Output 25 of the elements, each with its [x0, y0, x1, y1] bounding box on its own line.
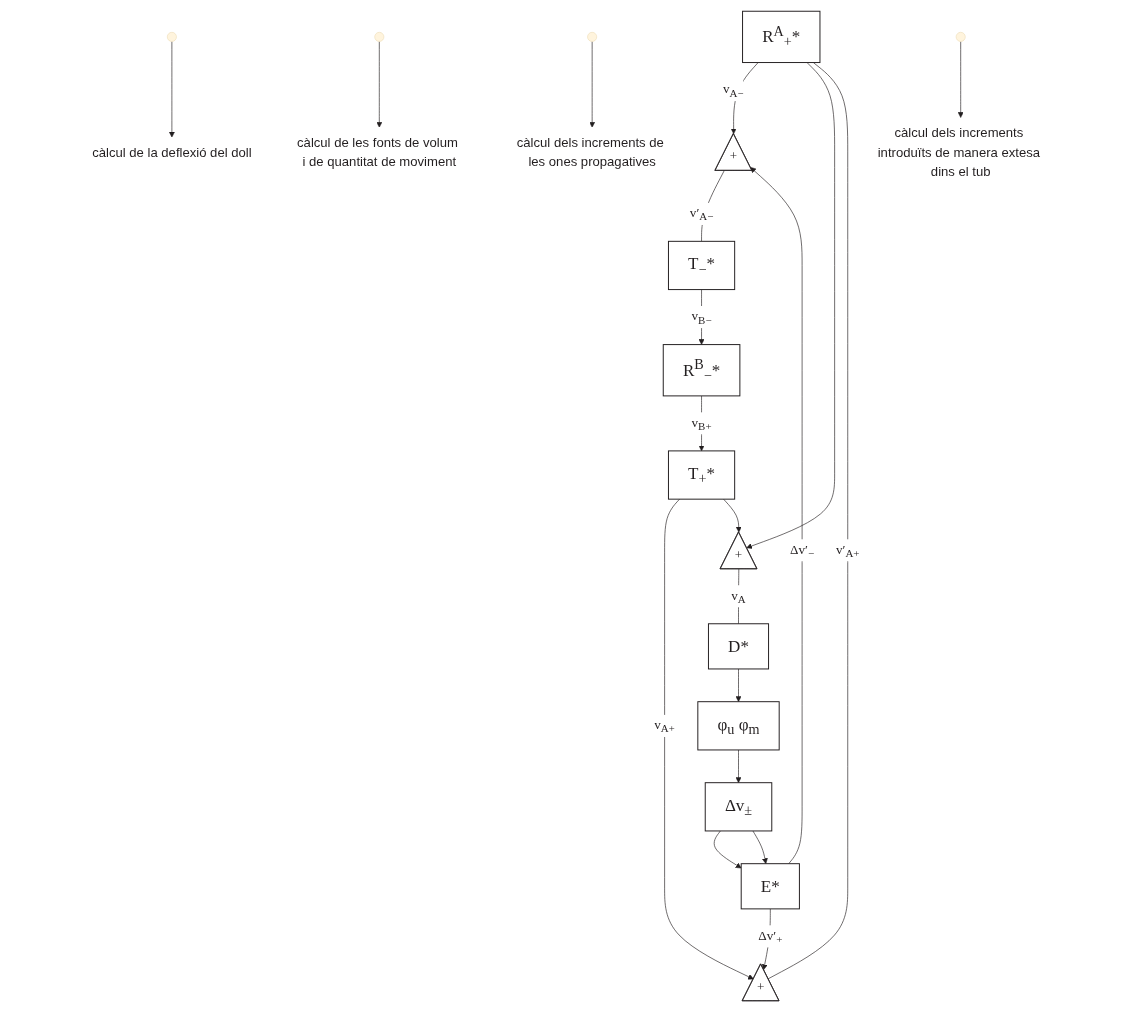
node-box: [662, 343, 741, 396]
node-text: càlcul dels increments de les ones propagatives: [516, 134, 664, 169]
edge-label: Δv′$_{+}$: [758, 927, 783, 946]
edge-label: v′$_{A−}$: [689, 204, 714, 223]
block-diagram: v$_{A−}$ v′$_{A−}$ v$_{B−}$ v$_{B+}$ v$_{A+}$ v′$_{A+}$ v$_{A}$ Δv′$_{+}$ Δv′$_{−}$ R$^{A}$$_{+}$* + T$_{−}$* R$^{B}$$_{−}$* T$_{+}$* + + D* φ$_{u}$ φ$_{m}$ Δv$_{±}$ E* càlcul de la deflexió del doll càlcul de les fonts de volum i de quantitat de moviment càlcul dels increments de les ones propagatives càlcul dels increments introduïts de manera extesa dins el tub: [82, 5, 1056, 1006]
edge-label: Δv′$_{−}$: [790, 541, 815, 559]
node-box: [667, 449, 736, 500]
node-text: càlcul de les fonts de volum i de quantitat de moviment: [297, 134, 458, 169]
node-box: [697, 700, 780, 750]
edge-label: v$_{A−}$: [723, 81, 744, 99]
connector: [767, 61, 849, 979]
edge-label: v$_{A+}$: [654, 716, 675, 735]
node-box: [707, 622, 770, 669]
edge-label: v$_{B−}$: [691, 308, 712, 326]
connector: [738, 568, 740, 624]
edge-label: v$_{B+}$: [691, 414, 712, 433]
node-box: [667, 240, 736, 290]
node-box: [740, 862, 800, 909]
node-box: [742, 10, 821, 63]
node-text: càlcul dels increments introduïts de manera extesa dins el tub: [877, 124, 1041, 179]
node-text: càlcul de la deflexió del doll: [92, 144, 252, 159]
edge-label: v$_{A}$: [731, 587, 746, 605]
connector: [701, 169, 725, 242]
edge-label: v′$_{A+}$: [836, 541, 860, 559]
node-box: [704, 781, 773, 831]
